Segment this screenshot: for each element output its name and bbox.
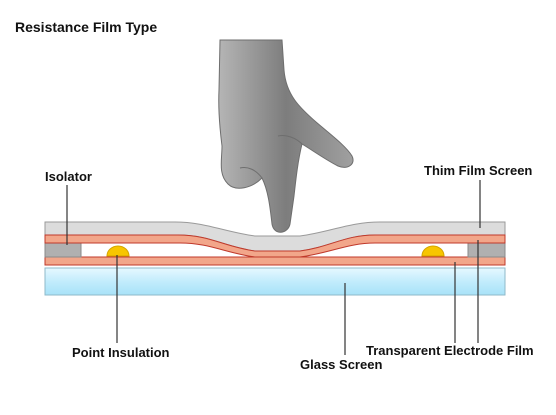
pointing-finger-icon: [218, 39, 354, 233]
isolator-right: [467, 242, 506, 258]
label-thin-film-screen: Thim Film Screen: [424, 163, 533, 178]
insulation-dot-right: [421, 245, 445, 257]
label-point-insulation: Point Insulation: [72, 345, 170, 360]
glass-screen-layer: [44, 267, 506, 296]
label-isolator: Isolator: [45, 169, 92, 184]
lower-electrode-film: [44, 256, 506, 266]
diagram-title: Resistance Film Type: [15, 19, 158, 35]
isolator-left: [44, 242, 82, 258]
upper-electrode-film: [44, 234, 506, 258]
label-glass-screen: Glass Screen: [300, 357, 383, 372]
insulation-dot-left: [106, 245, 130, 257]
label-transparent-electrode-film: Transparent Electrode Film: [366, 343, 534, 358]
